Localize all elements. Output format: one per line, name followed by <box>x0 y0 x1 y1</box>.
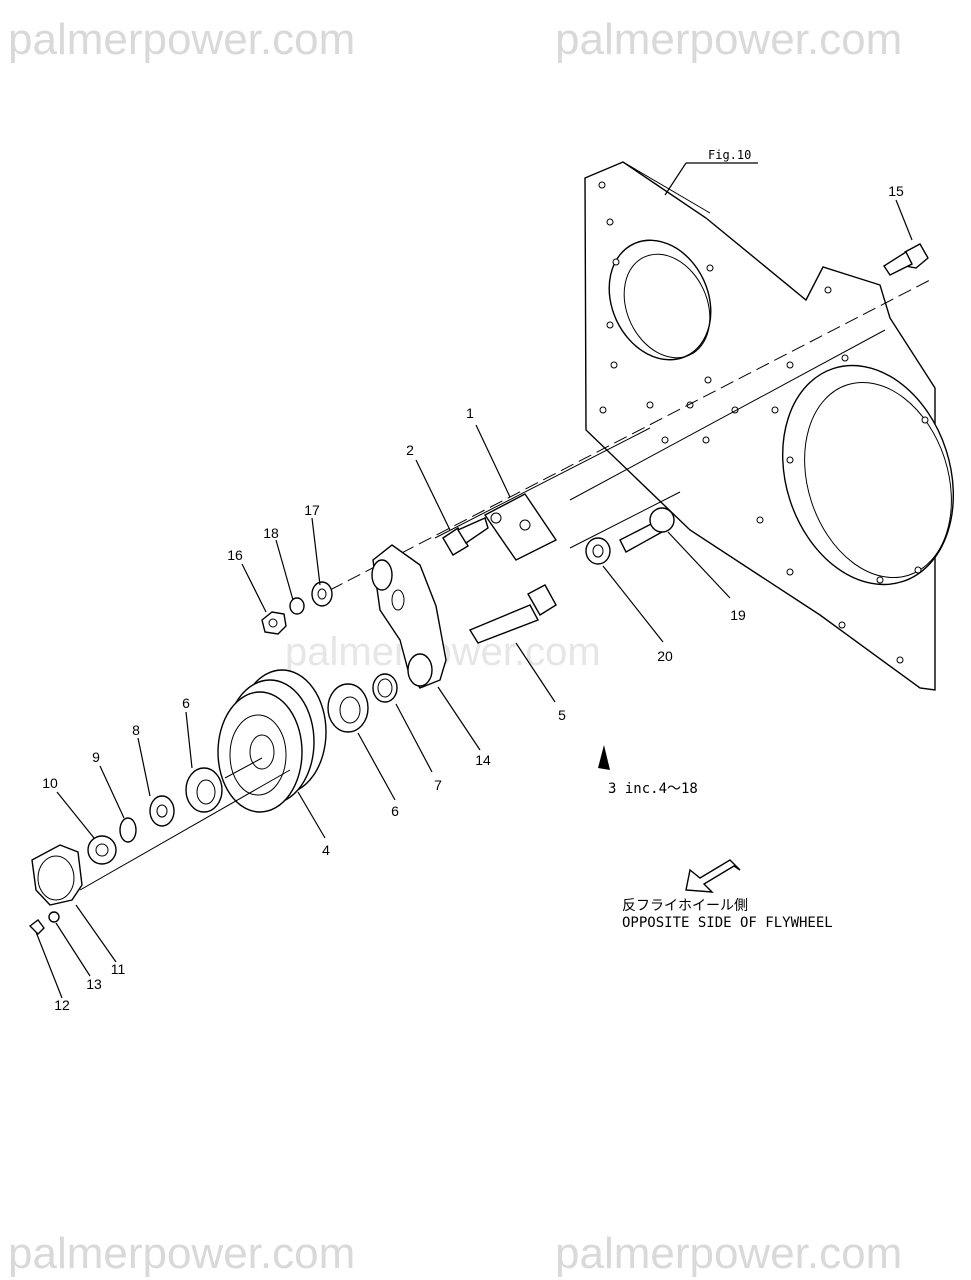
callout-13: 13 <box>86 976 102 992</box>
callout-9: 9 <box>92 749 100 765</box>
watermark-top-right: palmerpower.com <box>555 15 902 64</box>
direction-label-jp: 反フライホイール側 <box>622 898 748 914</box>
part-8-washer <box>149 795 175 827</box>
part-9-snap-ring <box>119 817 137 843</box>
callout-12: 12 <box>54 997 70 1013</box>
part-20-collar <box>585 537 611 565</box>
part-15-bolt <box>883 243 929 276</box>
part-13-washer <box>48 911 60 923</box>
callout-16: 16 <box>227 547 243 563</box>
watermark-bottom-right: palmerpower.com <box>555 1229 902 1278</box>
part-1-plate <box>483 493 558 561</box>
part-4-pulley <box>217 669 327 813</box>
part-5-pivot-bolt <box>468 584 557 644</box>
callout-7: 7 <box>434 777 442 793</box>
callout-19: 19 <box>730 607 746 623</box>
part-18-spring-washer <box>289 597 305 615</box>
watermark-top-left: palmerpower.com <box>8 15 355 64</box>
part-12-bolt <box>28 919 45 935</box>
part-6-bearing-lower <box>185 767 223 813</box>
callout-2: 2 <box>406 442 414 458</box>
direction-label-en: OPPOSITE SIDE OF FLYWHEEL <box>622 915 833 931</box>
part-2-bolt <box>442 517 489 556</box>
part-16-nut <box>261 611 287 635</box>
callout-11: 11 <box>111 961 126 977</box>
figure-reference: Fig.10 <box>708 148 751 162</box>
part-19-stud <box>619 507 675 553</box>
callout-14: 14 <box>475 752 491 768</box>
callout-8: 8 <box>132 722 140 738</box>
part-6-bearing-upper <box>327 683 369 733</box>
watermark-bottom-left: palmerpower.com <box>8 1229 355 1278</box>
gear-case-plate <box>584 161 955 691</box>
callout-5: 5 <box>558 707 566 723</box>
callout-10: 10 <box>42 775 58 791</box>
direction-arrow-icon <box>685 859 741 893</box>
part-7-spacer <box>372 673 398 703</box>
callout-18: 18 <box>263 525 279 541</box>
callout-6-upper: 6 <box>391 803 399 819</box>
part-11-cap <box>31 844 83 906</box>
part-10-nut <box>87 835 117 865</box>
assembly-note: 3 inc.4～18 <box>608 781 698 797</box>
callout-1: 1 <box>466 405 474 421</box>
callout-6-lower: 6 <box>182 695 190 711</box>
part-17-washer <box>311 581 333 607</box>
part-14-tension-arm <box>371 544 447 689</box>
callout-20: 20 <box>657 648 673 664</box>
callout-4: 4 <box>322 842 330 858</box>
assembly-arrow-icon <box>598 745 610 770</box>
callout-15: 15 <box>888 183 904 199</box>
callout-17: 17 <box>304 502 320 518</box>
